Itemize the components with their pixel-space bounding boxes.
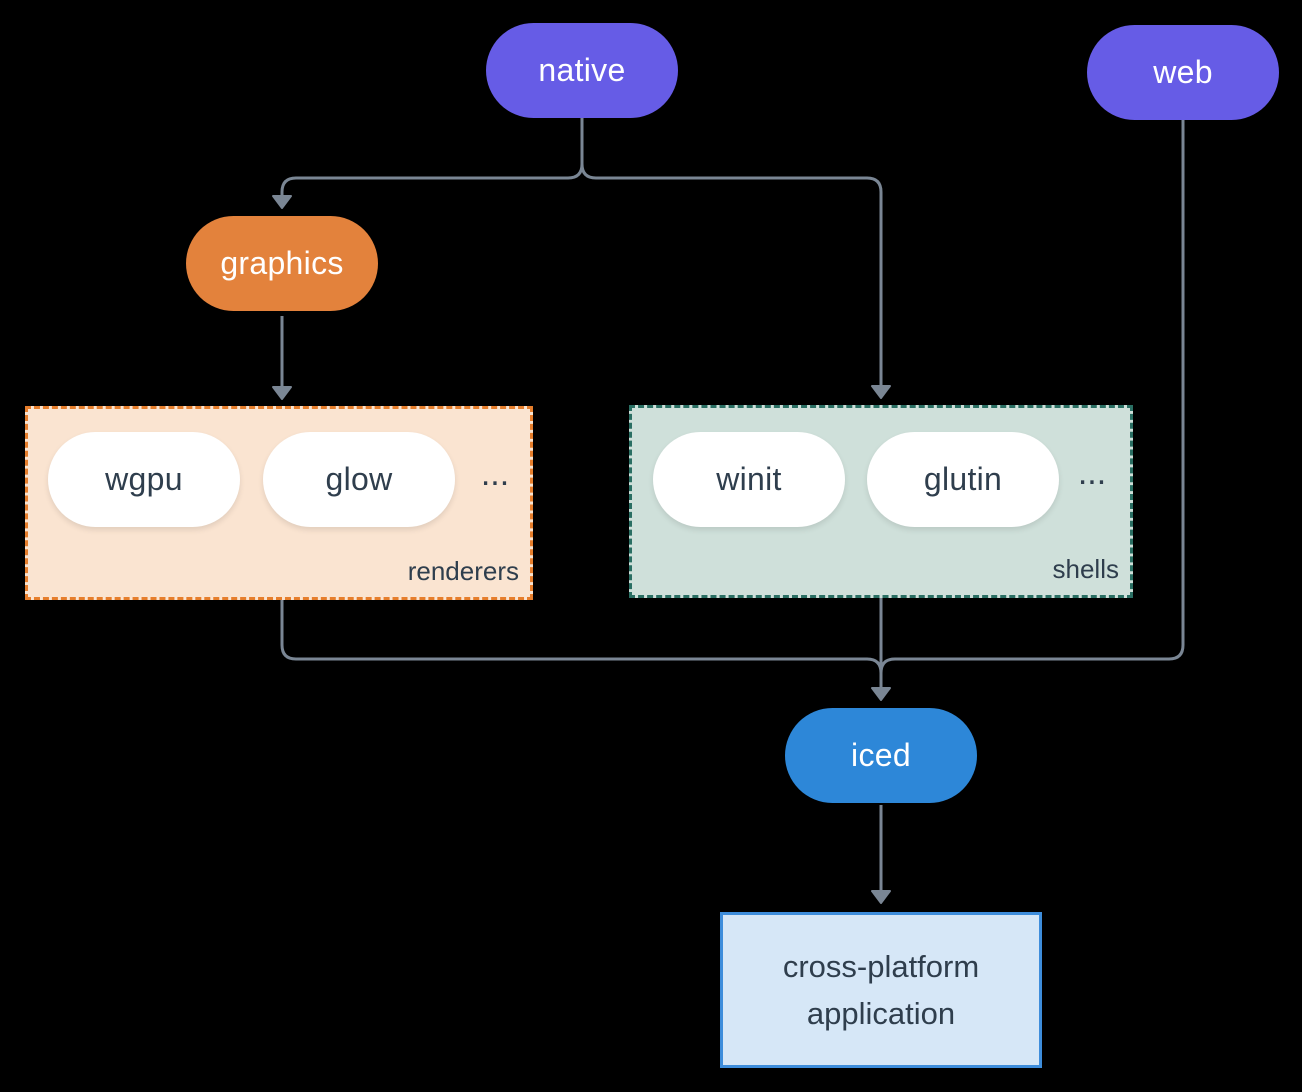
- edge-native-to-shells: [580, 118, 883, 386]
- node-iced-label: iced: [851, 737, 911, 773]
- arrowhead-iced: [871, 687, 891, 701]
- node-glow-label: glow: [325, 461, 393, 497]
- group-shells: winit glutin ... shells: [629, 405, 1133, 598]
- node-glutin: glutin: [867, 432, 1059, 527]
- node-winit-label: winit: [716, 461, 782, 497]
- shells-ellipsis: ...: [1077, 454, 1107, 492]
- node-graphics-label: graphics: [220, 245, 344, 281]
- renderers-group-label: renderers: [407, 556, 519, 586]
- renderers-ellipsis: ...: [480, 455, 510, 493]
- node-web: web: [1087, 25, 1279, 120]
- node-web-label: web: [1153, 54, 1213, 90]
- arrowhead-graphics: [272, 195, 292, 209]
- arrowhead-shells: [871, 385, 891, 399]
- node-iced: iced: [785, 708, 977, 803]
- group-renderers: wgpu glow ... renderers: [25, 406, 533, 600]
- arrowhead-renderers: [272, 386, 292, 400]
- node-native-label: native: [538, 52, 626, 88]
- node-glutin-label: glutin: [923, 461, 1003, 497]
- node-graphics: graphics: [186, 216, 378, 311]
- node-winit: winit: [653, 432, 845, 527]
- edge-renderers-to-iced: [280, 600, 883, 674]
- edge-web-to-iced: [879, 120, 1185, 674]
- application-label-line2: application: [806, 996, 956, 1031]
- arrowhead-application: [871, 890, 891, 904]
- shells-group-label: shells: [1052, 554, 1119, 584]
- application-label-line1: cross-platform: [782, 949, 980, 984]
- node-native: native: [486, 23, 678, 118]
- edge-native-to-graphics: [280, 118, 584, 196]
- node-wgpu-label: wgpu: [105, 461, 183, 497]
- node-application: cross-platform application: [720, 912, 1042, 1068]
- node-glow: glow: [263, 432, 455, 527]
- node-wgpu: wgpu: [48, 432, 240, 527]
